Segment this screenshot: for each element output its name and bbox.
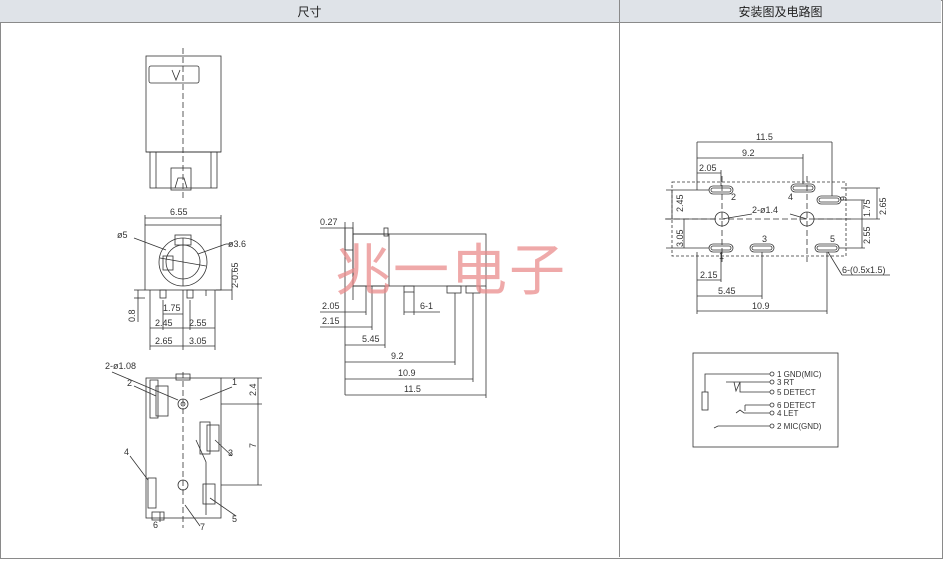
front-phi5-label: ø5 <box>117 230 128 240</box>
pcb-205-label: 2.05 <box>699 163 717 173</box>
circuit-diagram <box>692 352 839 448</box>
side-view <box>320 222 487 398</box>
side-115-label: 11.5 <box>404 384 421 394</box>
bottom-pin-1: 1 <box>232 377 237 387</box>
bottom-pin-3: 3 <box>228 448 233 458</box>
bottom-holes-label: 2-ø1.08 <box>105 361 136 371</box>
front-2-065-label: 2-0.65 <box>230 262 240 288</box>
circuit-line-5: 4 LET <box>777 409 798 418</box>
circuit-line-2: 3 RT <box>777 378 794 387</box>
pcb-175-label: 1.75 <box>862 199 872 217</box>
front-08-label: 0.8 <box>127 309 137 322</box>
front-width-label: 6.55 <box>170 207 188 217</box>
bottom-pin-2: 2 <box>127 378 132 388</box>
circuit-line-6: 2 MIC(GND) <box>777 422 822 431</box>
bottom-pin-4: 4 <box>124 447 129 457</box>
pcb-92-label: 9.2 <box>742 148 755 158</box>
pcb-265-label: 2.65 <box>878 197 888 215</box>
front-175-label: 1.75 <box>163 303 181 313</box>
pcb-255-label: 2.55 <box>862 226 872 244</box>
watermark-text: 兆一电子 <box>335 239 567 302</box>
pcb-115-label: 11.5 <box>756 132 773 142</box>
top-view <box>145 48 222 198</box>
side-215-label: 2.15 <box>322 316 340 326</box>
side-92-label: 9.2 <box>391 351 404 361</box>
header-dimensions: 尺寸 <box>0 0 620 23</box>
pcb-layout <box>665 141 890 314</box>
bottom-24-label: 2.4 <box>248 383 258 396</box>
front-view <box>133 215 233 350</box>
column-divider <box>619 0 620 557</box>
bottom-pin-7: 7 <box>200 522 205 532</box>
pcb-245-label: 2.45 <box>675 194 685 212</box>
front-305-label: 3.05 <box>189 336 207 346</box>
circuit-line-1: 1 GND(MIC) <box>777 370 822 379</box>
bottom-7-label: 7 <box>248 443 258 448</box>
pcb-545-label: 5.45 <box>718 286 736 296</box>
pcb-pin-1: 1 <box>719 251 724 261</box>
pcb-215-label: 2.15 <box>700 270 718 280</box>
bottom-view <box>111 371 262 528</box>
pcb-pin-6: 6 <box>838 196 848 201</box>
pcb-109-label: 10.9 <box>752 301 770 311</box>
pcb-305-label: 3.05 <box>675 229 685 247</box>
pcb-pin-4: 4 <box>788 192 793 202</box>
header-install-circuit: 安装图及电路图 <box>620 0 941 23</box>
front-255-label: 2.55 <box>189 318 207 328</box>
circuit-line-4: 6 DETECT <box>777 401 816 410</box>
front-265-label: 2.65 <box>155 336 173 346</box>
pcb-pin-3: 3 <box>762 234 767 244</box>
bottom-pin-5: 5 <box>232 514 237 524</box>
pcb-slots-label: 6-(0.5x1.5) <box>842 265 886 275</box>
circuit-line-3: 5 DETECT <box>777 388 816 397</box>
pcb-pin-5: 5 <box>830 234 835 244</box>
side-027-label: 0.27 <box>320 217 338 227</box>
side-205-label: 2.05 <box>322 301 340 311</box>
front-phi36-label: ø3.6 <box>228 239 246 249</box>
side-545-label: 5.45 <box>362 334 380 344</box>
pcb-pin-2: 2 <box>731 192 736 202</box>
bottom-pin-6: 6 <box>153 520 158 530</box>
side-61-label: 6-1 <box>420 301 433 311</box>
pcb-hole-label: 2-ø1.4 <box>752 205 778 215</box>
side-109-label: 10.9 <box>398 368 416 378</box>
front-245-label: 2.45 <box>155 318 173 328</box>
